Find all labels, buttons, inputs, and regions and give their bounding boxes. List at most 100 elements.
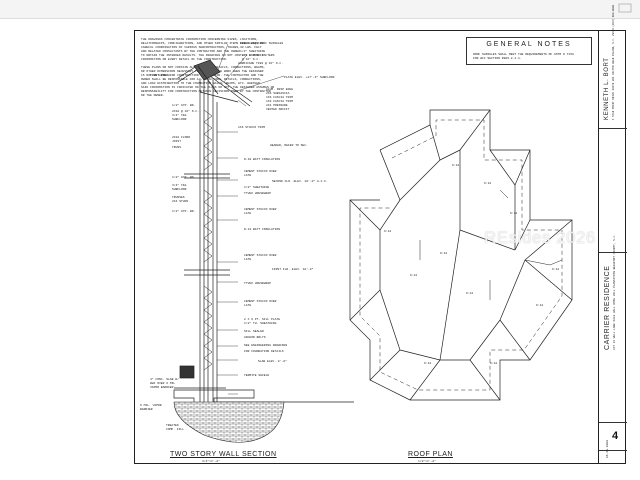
compacted-fill	[173, 401, 285, 443]
wall-label-right: 1/2" SHEATHING	[240, 50, 266, 53]
wall-label-left: JOIST	[172, 140, 182, 143]
roof-pitch-label: 6:12	[510, 212, 518, 215]
sheet-border	[134, 30, 626, 464]
roof-pitch-label: 6:12	[484, 182, 492, 185]
wall-label-right: R-19 BATT INSULATION	[244, 158, 281, 161]
roof-plan-caption: ROOF PLAN	[408, 451, 453, 458]
drawing-note-line: RELATIONSHIPS, CONFIGURATIONS, AND OTHER…	[141, 42, 264, 45]
wall-label-right: ANCHOR BOLTS	[244, 336, 266, 339]
drawing-note-line: INFORMATION ON EVERY DETAIL OF THE CONST…	[141, 58, 228, 61]
wall-label-right: PLATE ELEV. +17'-6" SUBFLOOR	[284, 76, 335, 79]
wall-label-left: 6 MIL. VAPOR	[140, 404, 162, 407]
wall-section-drawing	[173, 43, 354, 443]
wall-section-caption: TWO STORY WALL SECTION	[170, 451, 277, 458]
drawing-note-line: OWNER SHALL BE RESPONSIBLE FOR ALL STRUC…	[141, 78, 262, 81]
wall-label-right: 30 LBS. FELT	[240, 46, 262, 49]
sheet-date: 06-30-2008	[606, 439, 609, 458]
wall-label-right: TYVEK HOUSEWRAP	[244, 192, 272, 195]
wall-label-right: 2 X 8 ROOF RAFTERS	[242, 54, 275, 57]
wall-label-right: ALUM. DRIP EDGE	[266, 88, 294, 91]
wall-label-right: SILL SEALER	[244, 330, 264, 333]
drawing-note-line: AND RELATED CONSULTANTS BY THE CONTRACTO…	[141, 50, 241, 53]
wall-label-right: SECOND FLR. ELEV. 10'-0" A.F.F.	[272, 180, 328, 183]
wall-label-right: CEMENT STUCCO OVER	[244, 208, 277, 211]
wall-label-right: VENTED SOFFIT	[266, 108, 290, 111]
roof-pitch-label: 6:12	[410, 274, 418, 277]
wall-label-right: 2X4 PRESSURE	[266, 104, 288, 107]
roof-pitch-label: 6:12	[490, 362, 498, 365]
wall-label-right: CEMENT STUCCO OVER	[244, 254, 277, 257]
wall-label-left: 3/4" T&G	[172, 114, 187, 117]
wall-label-left: 4" CONC. SLAB W/	[150, 378, 179, 381]
drawing-note-line: TO OBTAIN THE INTENDED RESULTS. THE DRAW…	[141, 54, 264, 57]
wall-label-right: LATH	[244, 258, 252, 261]
roof-pitch-label: 6:12	[552, 268, 560, 271]
wall-label-left: FRONT PORCH	[150, 74, 170, 77]
wall-label-right: R-13 BATT INSULATION	[244, 228, 281, 231]
drawing-note-line: SAID INFORMATION IS INDICATED ON THE PLA…	[141, 86, 275, 89]
wall-label-left: WWF OVER 6 MIL	[150, 382, 176, 385]
eave-block	[193, 59, 221, 81]
wall-label-right: LATH	[244, 174, 252, 177]
wall-label-right: 1/2" SHEATHING	[244, 186, 270, 189]
title-block: KENNETH L. BORT 1 STAR POINT DRIVE SUITE…	[598, 5, 627, 464]
wall-label-right: 1X8 FASCIA TRIM	[266, 100, 294, 103]
wall-label-left: TREATED	[166, 424, 179, 427]
roof-outline	[349, 109, 573, 401]
expand-icon[interactable]	[618, 3, 632, 13]
wall-label-left: TRUSSES	[172, 196, 185, 199]
wall-label-right: @ 16" O.C.	[242, 58, 261, 61]
drawing-note-line: AND LOAD DISTRIBUTION TO THE FOUNDATION …	[141, 82, 260, 85]
wall-label-right: CEMENT STUCCO OVER	[244, 300, 277, 303]
roof-plan-drawing	[349, 109, 573, 401]
roof-pitch-label: 6:12	[384, 230, 392, 233]
general-notes-text: ROOF SHINGLES SHALL MEET THE REQUIREMENT…	[473, 53, 574, 60]
wall-label-left: VAPOR BARRIER	[150, 386, 174, 389]
drawing-note-line: CAREFUL COORDINATION OF VARIOUS SUBCONTR…	[141, 46, 241, 49]
roof-pitch-label: 6:12	[424, 362, 432, 365]
wall-label-right: FIRST FLR. ELEV. 10'-0"	[272, 268, 314, 271]
wall-label-right: 1/2" TH. SHEATHING	[244, 322, 277, 325]
viewer-top-strip	[0, 0, 640, 19]
wall-label-right: FIBERGLASS ROOF SHINGLES	[240, 42, 284, 45]
wall-label-left: 1/2" GYP. BD.	[172, 210, 196, 213]
wall-label-left: SUBFLOOR	[172, 118, 187, 121]
wall-label-left: COMP. FILL	[166, 428, 185, 431]
wall-label-right: CEMENT STUCCO OVER	[244, 170, 277, 173]
wall-section-scale: 3/4"=1'-0"	[202, 460, 221, 463]
project-name: CARRIER RESIDENCE	[604, 265, 611, 351]
roof-pitch-label: 6:12	[452, 164, 460, 167]
wall-label-left: 2X4 STUDS	[172, 200, 189, 203]
wall-label-left: SUBFLOOR	[172, 188, 187, 191]
wall-label-right: LATH	[244, 212, 252, 215]
drawing-note-line: THE DRAWINGS CONCENTRATE INFORMATION CON…	[141, 38, 259, 41]
wall-label-right: HURRICANE TIES @ 16" O.C.	[238, 62, 284, 65]
wall-label-right: 2 X 6 PT. SILL PLATE	[244, 318, 281, 321]
general-notes-title: GENERAL NOTES	[486, 41, 572, 48]
wall-label-left: 2X10 FLOOR	[172, 136, 191, 139]
wall-label-left: 1/2" GYP. BD.	[172, 104, 196, 107]
roof-pitch-label: 6:12	[466, 292, 474, 295]
wall-label-left: 2X10 @ 16" O.C.	[172, 110, 200, 113]
sheet-number: 4	[612, 430, 619, 442]
designer-name: KENNETH L. BORT	[604, 57, 610, 120]
roof-pitch-label: 6:12	[440, 252, 448, 255]
drawing-note-line: OR THE OWNER.	[141, 94, 165, 97]
wall-outline-dashed	[359, 119, 563, 391]
wall-label-right: 1X6 STUCCO TRIM	[238, 126, 266, 129]
drawing-note-line: RESPONSIBILITY FOR CONSTRUCTION METHODS …	[141, 90, 271, 93]
wall-label-right: LATH	[244, 304, 252, 307]
wall-label-right: TYVEK HOUSEWRAP	[244, 282, 272, 285]
wall-label-right: FOR FOUNDATION DETAILS	[244, 350, 284, 353]
wall-label-left: 3/4" T&G	[172, 184, 187, 187]
watermark-text: REsides 2026	[484, 228, 596, 247]
wall-label-right: TERMITE SHIELD	[244, 374, 270, 377]
wall-label-right: HEADER, REFER TO SEC.	[270, 144, 308, 147]
designer-address: 1 STAR POINT DRIVE SUITE 201 HILTON HEAD…	[612, 4, 615, 120]
wall-label-right: SLAB ELEV. 0'-0"	[258, 360, 287, 363]
wall-label-right: 1X6 FASCIA TRIM	[266, 96, 294, 99]
wall-label-left: 1/2" GYP. BD.	[172, 176, 196, 179]
wall-label-left: BARRIER	[140, 408, 153, 411]
project-address: LOT 31 WELL LANE SALE HALL ROSE HILL PLA…	[613, 234, 616, 350]
